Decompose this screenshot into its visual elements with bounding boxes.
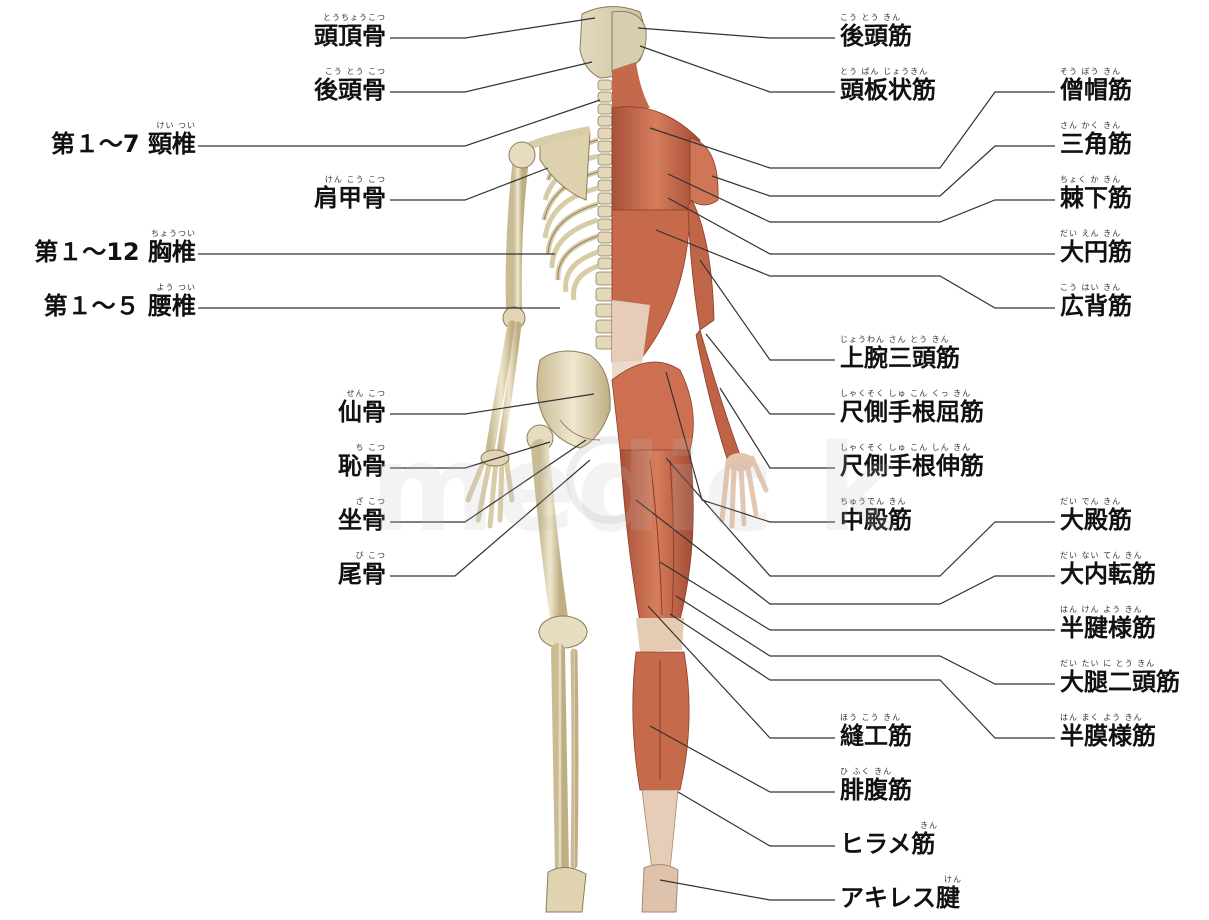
label-text: 頭板状筋	[840, 78, 936, 102]
label-text: 三角筋	[1060, 132, 1132, 156]
label-kenkou-kotsu: けん こう こつ 肩甲骨	[290, 176, 386, 210]
furigana: こう はい きん	[1060, 284, 1132, 292]
label-text: 大殿筋	[1060, 508, 1132, 532]
furigana: とう ばん じょうきん	[840, 68, 936, 76]
label-text: ヒラメ筋	[840, 832, 938, 856]
label-daiden-kin: だい でん きん 大殿筋	[1060, 498, 1132, 532]
furigana: ほう こう きん	[840, 714, 912, 722]
furigana: じょうわん さん とう きん	[840, 336, 960, 344]
label-akiresu-ken: けん アキレス腱	[840, 876, 962, 910]
label-jouwan-santoukin: じょうわん さん とう きん 上腕三頭筋	[840, 336, 960, 370]
furigana: けん こう こつ	[290, 176, 386, 184]
furigana: はん まく よう きん	[1060, 714, 1156, 722]
label-text: 肩甲骨	[290, 186, 386, 210]
label-text: 半膜様筋	[1060, 724, 1156, 748]
label-koutou-kotsu: こう とう こつ 後頭骨	[290, 68, 386, 102]
label-text: 大円筋	[1060, 240, 1132, 264]
furigana: こう とう きん	[840, 14, 912, 22]
label-kyoutsui: ちょうつい 第１～12 胸椎	[4, 230, 196, 264]
label-hirame-kin: きん ヒラメ筋	[840, 822, 938, 856]
label-kouhai-kin: こう はい きん 広背筋	[1060, 284, 1132, 318]
label-text: 尾骨	[290, 562, 386, 586]
furigana: はん けん よう きん	[1060, 606, 1156, 614]
label-text: 広背筋	[1060, 294, 1132, 318]
label-hanken-youkin: はん けん よう きん 半腱様筋	[1060, 606, 1156, 640]
furigana: だい たい に とう きん	[1060, 660, 1180, 668]
label-text: 半腱様筋	[1060, 616, 1156, 640]
label-shakusoku-shukonkukkin: しゃくそく しゅ こん くっ きん 尺側手根屈筋	[840, 390, 984, 424]
furigana: ひ ふく きん	[840, 768, 912, 776]
label-hanmaku-youkin: はん まく よう きん 半膜様筋	[1060, 714, 1156, 748]
label-daitai-nitoukin: だい たい に とう きん 大腿二頭筋	[1060, 660, 1180, 694]
label-senkotsu: せん こつ 仙骨	[290, 390, 386, 424]
furigana: こう とう こつ	[290, 68, 386, 76]
furigana: だい でん きん	[1060, 498, 1132, 506]
label-text: 第１～12 胸椎	[4, 240, 196, 264]
furigana: だい ない てん きん	[1060, 552, 1156, 560]
furigana: せん こつ	[290, 390, 386, 398]
label-sankaku-kin: さん かく きん 三角筋	[1060, 122, 1132, 156]
label-text: アキレス腱	[840, 886, 962, 910]
label-text: 後頭骨	[290, 78, 386, 102]
label-text: 縫工筋	[840, 724, 912, 748]
label-text: 後頭筋	[840, 24, 912, 48]
label-soubou-kin: そう ぼう きん 僧帽筋	[1060, 68, 1132, 102]
label-text: 腓腹筋	[840, 778, 912, 802]
label-text: 棘下筋	[1060, 186, 1132, 210]
furigana: ちょうつい	[4, 230, 196, 238]
furigana: ちょく か きん	[1060, 176, 1132, 184]
furigana: さん かく きん	[1060, 122, 1132, 130]
furigana: よう つい	[10, 284, 196, 292]
label-text: 第１～7 頸椎	[10, 132, 196, 156]
label-text: 大腿二頭筋	[1060, 670, 1180, 694]
label-toucho-kotsu: とうちょうこつ 頭頂骨	[290, 14, 386, 48]
label-koutou-kin: こう とう きん 後頭筋	[840, 14, 912, 48]
label-text: 大内転筋	[1060, 562, 1156, 586]
label-youtsui: よう つい 第１～５ 腰椎	[10, 284, 196, 318]
label-houkou-kin: ほう こう きん 縫工筋	[840, 714, 912, 748]
label-text: 僧帽筋	[1060, 78, 1132, 102]
label-text: 上腕三頭筋	[840, 346, 960, 370]
label-dainaiten-kin: だい ない てん きん 大内転筋	[1060, 552, 1156, 586]
label-touban-joukin: とう ばん じょうきん 頭板状筋	[840, 68, 936, 102]
label-text: 頭頂骨	[290, 24, 386, 48]
furigana: けい つい	[10, 122, 196, 130]
label-hifuku-kin: ひ ふく きん 腓腹筋	[840, 768, 912, 802]
furigana: だい えん きん	[1060, 230, 1132, 238]
label-text: 第１～５ 腰椎	[10, 294, 196, 318]
furigana: しゃくそく しゅ こん くっ きん	[840, 390, 984, 398]
label-daien-kin: だい えん きん 大円筋	[1060, 230, 1132, 264]
furigana: とうちょうこつ	[290, 14, 386, 22]
furigana: けん	[840, 876, 962, 884]
label-kyokuka-kin: ちょく か きん 棘下筋	[1060, 176, 1132, 210]
label-keitsui: けい つい 第１～7 頸椎	[10, 122, 196, 156]
furigana: そう ぼう きん	[1060, 68, 1132, 76]
watermark: medic k	[370, 420, 896, 559]
furigana: きん	[840, 822, 938, 830]
